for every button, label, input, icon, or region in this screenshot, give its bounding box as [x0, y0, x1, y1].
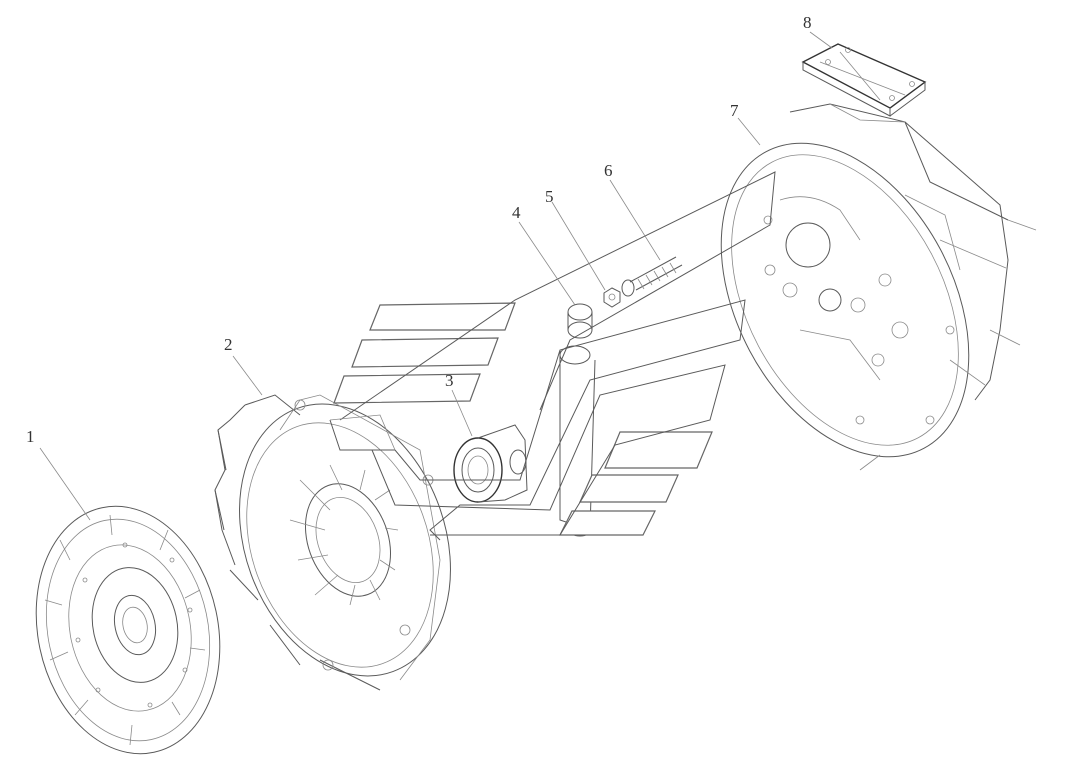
part-4-bushing — [567, 303, 593, 339]
callout-1: 1 — [26, 427, 35, 446]
release-fork-shaft — [559, 345, 596, 537]
callout-2: 2 — [224, 335, 233, 354]
part-3-release-bearing — [453, 424, 528, 503]
part-7-clutch-housing — [720, 103, 1037, 471]
part-8-cover-plate — [801, 43, 927, 117]
part-2-pressure-plate — [214, 394, 451, 691]
part-5-nut — [603, 287, 621, 308]
callout-8: 8 — [803, 13, 812, 32]
callout-5: 5 — [545, 187, 554, 206]
leader-lines — [39, 31, 833, 521]
callout-4: 4 — [512, 203, 521, 222]
callout-7: 7 — [730, 101, 739, 120]
callout-3: 3 — [445, 371, 454, 390]
label-panels — [333, 302, 713, 536]
part-6-spring — [621, 256, 683, 297]
assembly-guide-band — [329, 171, 776, 541]
callout-6: 6 — [604, 161, 613, 180]
part-1-clutch-disc — [35, 505, 221, 755]
